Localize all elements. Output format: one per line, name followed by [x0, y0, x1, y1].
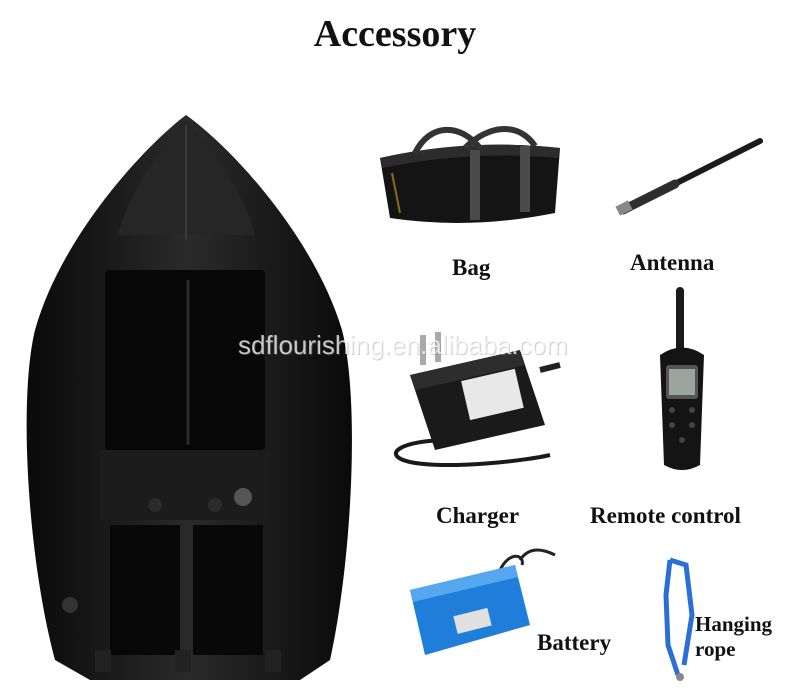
hanging-rope-label-line2: rope [695, 637, 736, 661]
bag-image [380, 126, 560, 223]
antenna-label: Antenna [630, 250, 715, 275]
hanging-rope-label-line1: Hanging [695, 612, 773, 636]
antenna-image [615, 138, 763, 216]
battery-image [410, 548, 556, 655]
page-title: Accessory [313, 13, 477, 55]
remote-control-image [660, 287, 704, 470]
charger-label: Charger [436, 503, 520, 528]
hanging-rope-image [663, 557, 695, 681]
battery-label: Battery [537, 630, 612, 655]
charger-image [394, 332, 561, 467]
remote-control-label: Remote control [590, 503, 741, 528]
bag-label: Bag [452, 255, 491, 280]
